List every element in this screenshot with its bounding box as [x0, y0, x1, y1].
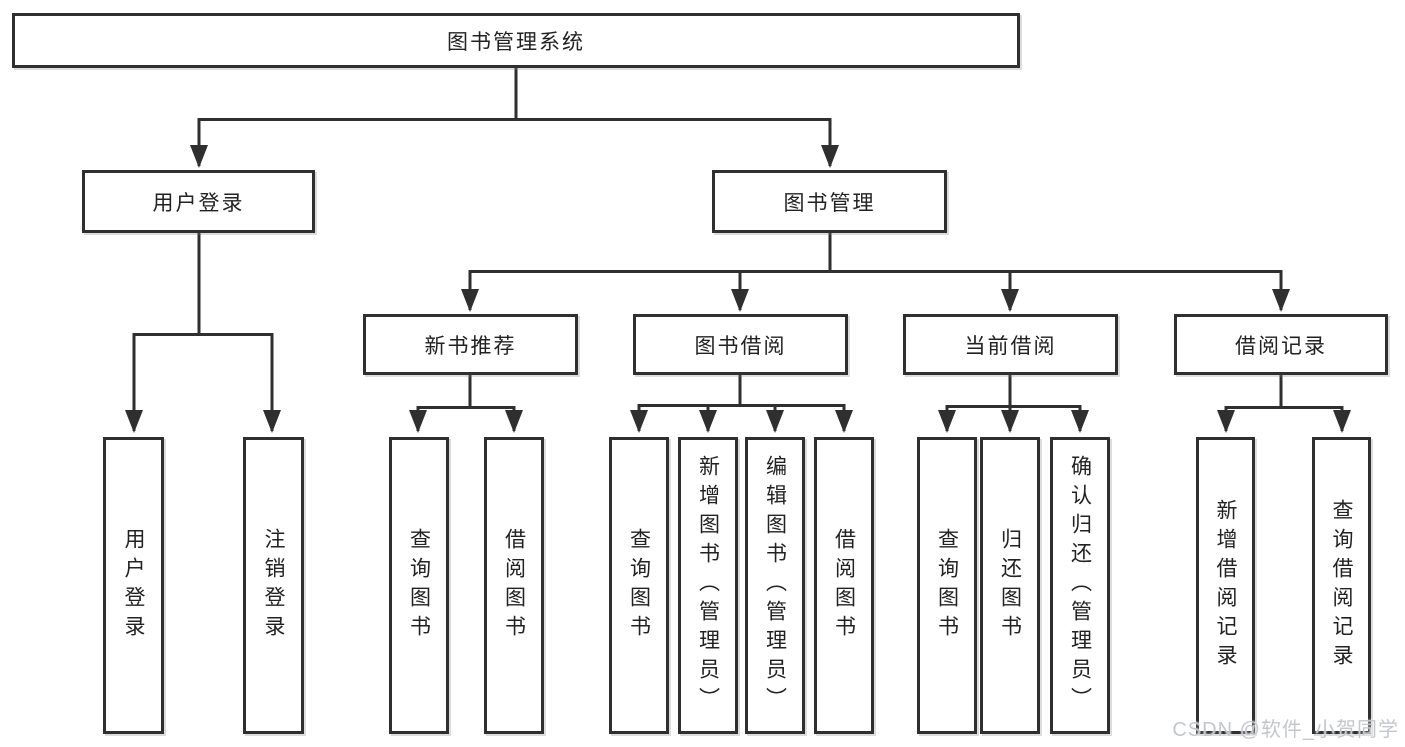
node-new-book-recommendation: 新书推荐	[363, 314, 578, 375]
node-borrowing-records-label: 借阅记录	[1235, 334, 1327, 358]
node-user-login: 用户登录	[82, 170, 315, 233]
leaf-current-return-books-label: 归还图书	[998, 527, 1022, 644]
leaf-recommend-borrow-books-label: 借阅图书	[502, 527, 526, 644]
node-library-system-label: 图书管理系统	[447, 30, 585, 54]
node-user-login-label: 用户登录	[152, 191, 245, 215]
leaf-current-query-books-label: 查询图书	[935, 527, 959, 644]
leaf-current-confirm-return-admin-label: 确认归还（管理员）	[1068, 455, 1092, 716]
leaf-borrowing-add-books-admin-label: 新增图书（管理员）	[696, 455, 720, 716]
node-book-borrowing-label: 图书借阅	[694, 334, 787, 358]
leaf-recommend-query-books: 查询图书	[389, 437, 449, 734]
leaf-borrowing-borrow-books: 借阅图书	[814, 437, 874, 734]
leaf-record-query-borrow-record: 查询借阅记录	[1312, 437, 1371, 734]
leaf-logout: 注销登录	[243, 437, 304, 734]
node-current-borrowing-label: 当前借阅	[964, 334, 1057, 358]
leaf-borrowing-borrow-books-label: 借阅图书	[832, 527, 856, 644]
node-library-system: 图书管理系统	[12, 13, 1020, 68]
leaf-current-query-books: 查询图书	[917, 437, 977, 734]
leaf-record-add-borrow-record-label: 新增借阅记录	[1214, 498, 1237, 673]
leaf-recommend-query-books-label: 查询图书	[407, 527, 431, 644]
leaf-record-query-borrow-record-label: 查询借阅记录	[1330, 498, 1353, 673]
leaf-current-confirm-return-admin: 确认归还（管理员）	[1050, 437, 1110, 734]
leaf-current-return-books: 归还图书	[980, 437, 1040, 734]
leaf-logout-label: 注销登录	[262, 527, 285, 644]
node-book-borrowing: 图书借阅	[633, 314, 848, 375]
leaf-record-add-borrow-record: 新增借阅记录	[1196, 437, 1255, 734]
leaf-borrowing-edit-books-admin-label: 编辑图书（管理员）	[763, 455, 787, 716]
node-book-management-label: 图书管理	[783, 191, 876, 215]
leaf-borrowing-query-books-label: 查询图书	[627, 527, 651, 644]
csdn-watermark: CSDN @软件_小贺同学	[1172, 719, 1399, 741]
node-current-borrowing: 当前借阅	[903, 314, 1118, 375]
leaf-recommend-borrow-books: 借阅图书	[484, 437, 544, 734]
leaf-borrowing-edit-books-admin: 编辑图书（管理员）	[745, 437, 805, 734]
leaf-user-login-label: 用户登录	[122, 527, 145, 644]
leaf-borrowing-add-books-admin: 新增图书（管理员）	[678, 437, 738, 734]
leaf-borrowing-query-books: 查询图书	[609, 437, 669, 734]
leaf-user-login: 用户登录	[103, 437, 164, 734]
node-borrowing-records: 借阅记录	[1174, 314, 1388, 375]
node-new-book-recommendation-label: 新书推荐	[424, 334, 517, 358]
node-book-management: 图书管理	[712, 170, 947, 233]
